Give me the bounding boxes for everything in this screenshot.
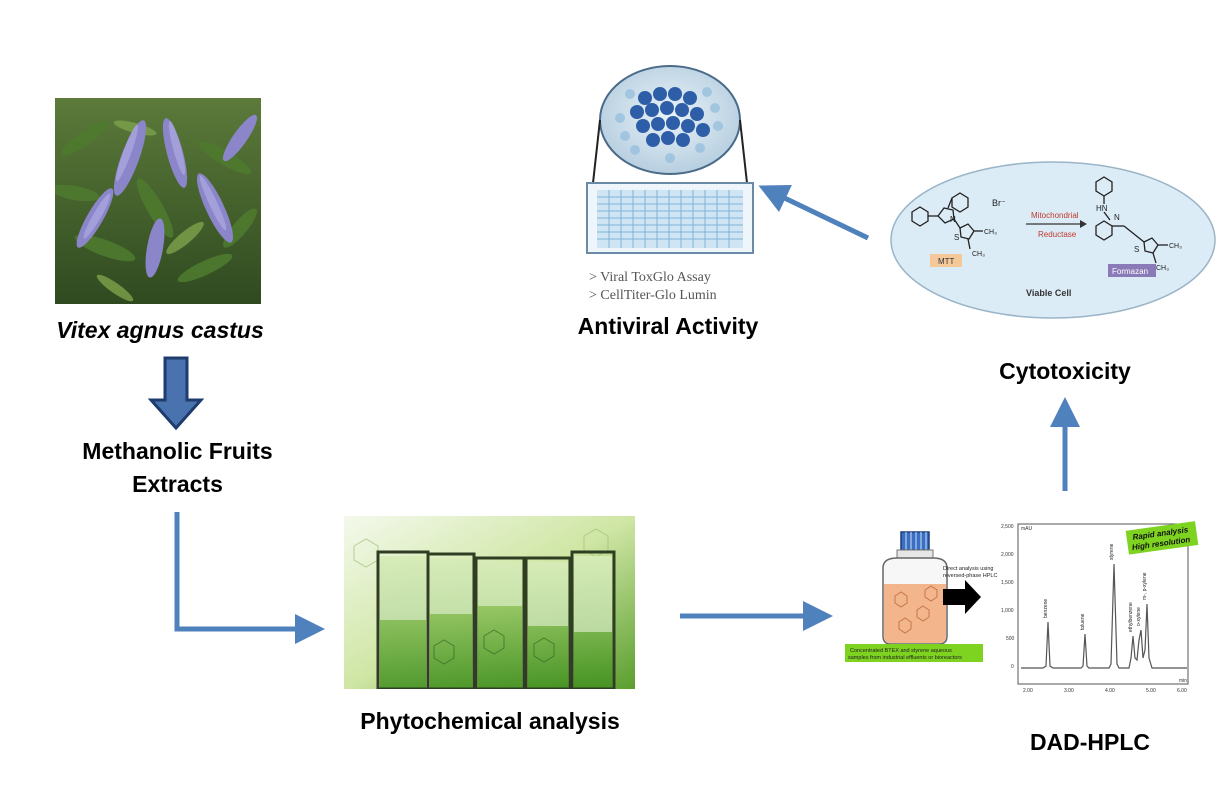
direct-line1: Direct analysis using xyxy=(943,566,993,572)
y-tick-3: 1,000 xyxy=(1001,608,1014,614)
extract-label: Methanolic Fruits Extracts xyxy=(50,435,305,502)
y-tick-1: 2,000 xyxy=(1001,552,1014,558)
svg-text:HN: HN xyxy=(1096,204,1108,213)
svg-text:CH₃: CH₃ xyxy=(984,229,997,236)
assay-1-text: > Viral ToxGlo Assay xyxy=(589,270,711,285)
down-arrow-icon xyxy=(148,356,204,431)
x-unit-label: min xyxy=(1179,678,1187,684)
peak-label-3: ethylbenzene xyxy=(1128,602,1134,632)
bromide-label: Br⁻ xyxy=(992,198,1006,208)
chromatogram-plot: mAU 2,500 2,000 1,500 1,000 500 0 2.00 3… xyxy=(1001,521,1199,694)
sample-bottle-icon xyxy=(882,531,948,645)
enzyme-line1: Mitochondrial xyxy=(1031,211,1079,220)
formazan-tag: Formazan xyxy=(1112,267,1148,276)
test-tubes-photo xyxy=(344,516,635,691)
hplc-label: DAD-HPLC xyxy=(1029,729,1151,755)
phytochemical-label: Phytochemical analysis xyxy=(360,708,620,734)
y-tick-4: 500 xyxy=(1006,636,1015,642)
svg-text:N: N xyxy=(1114,213,1120,222)
x-tick-4: 6.00 xyxy=(1177,688,1187,694)
plant-name-label: Vitex agnus castus xyxy=(56,317,264,343)
peak-label-0: benzene xyxy=(1043,599,1049,618)
viable-cell-text: Viable Cell xyxy=(1026,288,1071,298)
x-tick-2: 4.00 xyxy=(1105,688,1115,694)
cytotoxicity-label: Cytotoxicity xyxy=(999,358,1131,384)
caption-line2: samples from industrial effluents or bio… xyxy=(848,655,962,661)
direct-line2: reversed-phase HPLC xyxy=(943,573,997,579)
x-tick-0: 2.00 xyxy=(1023,688,1033,694)
antiviral-panel: > Viral ToxGlo Assay > CellTiter-Glo Lum… xyxy=(575,58,765,308)
svg-text:CH₃: CH₃ xyxy=(1156,265,1169,272)
extract-label-line1: Methanolic Fruits xyxy=(82,438,273,464)
svg-text:S: S xyxy=(1134,245,1139,254)
multiwell-plate-icon xyxy=(586,65,754,254)
caption-line1: Concentrated BTEX and styrene aqueous xyxy=(850,648,952,654)
assay-2-text: > CellTiter-Glo Lumin xyxy=(589,288,717,303)
svg-text:CH₃: CH₃ xyxy=(1169,243,1182,250)
plant-photo xyxy=(50,98,261,304)
y-tick-2: 1,500 xyxy=(1001,580,1014,586)
peak-label-1: toluene xyxy=(1080,613,1086,630)
peak-label-5: m-, p-xylene xyxy=(1142,572,1148,600)
y-tick-5: 0 xyxy=(1011,664,1014,670)
extract-label-line2: Extracts xyxy=(132,471,223,498)
enzyme-line2: Reductase xyxy=(1038,230,1077,239)
arrow-extract-to-phyto xyxy=(174,512,325,644)
y-tick-0: 2,500 xyxy=(1001,524,1014,530)
svg-text:S: S xyxy=(954,233,959,242)
x-tick-1: 3.00 xyxy=(1064,688,1074,694)
x-tick-3: 5.00 xyxy=(1146,688,1156,694)
antiviral-label: Antiviral Activity xyxy=(577,313,759,339)
mtt-tag: MTT xyxy=(938,257,955,266)
y-unit-label: mAU xyxy=(1021,526,1033,532)
arrow-cyto-to-antiviral xyxy=(758,184,870,241)
mtt-reaction-diagram: N S CH₃ CH₃ Br⁻ Mitochondrial Reductase … xyxy=(888,160,1220,322)
svg-text:CH₃: CH₃ xyxy=(972,251,985,258)
peak-label-4: o-xylene xyxy=(1136,607,1142,626)
hplc-panel: Concentrated BTEX and styrene aqueous sa… xyxy=(843,518,1220,698)
peak-label-2: styrene xyxy=(1109,543,1115,560)
svg-text:N: N xyxy=(950,215,956,224)
